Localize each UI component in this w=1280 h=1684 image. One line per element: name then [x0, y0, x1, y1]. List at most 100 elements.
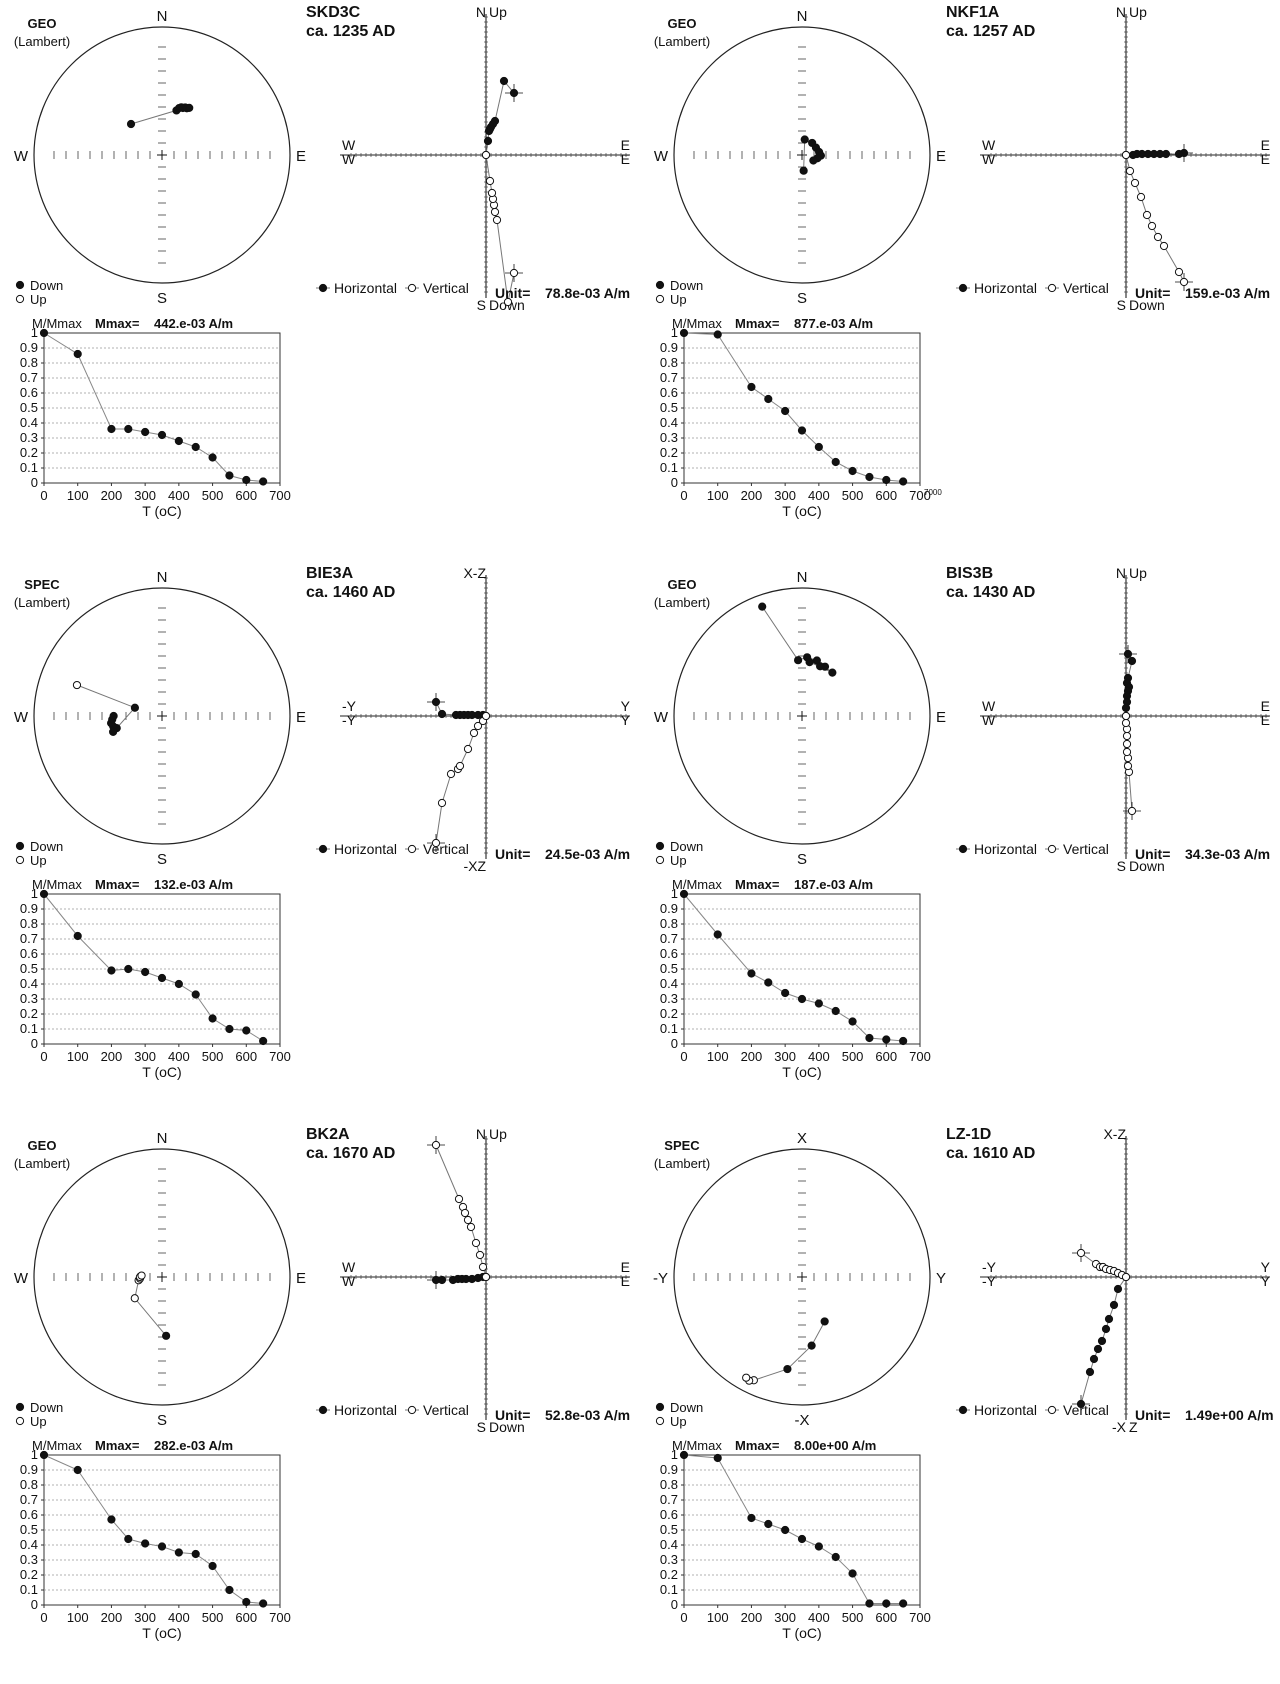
legend-down-label: Down: [670, 278, 703, 293]
horizontal-point: [437, 709, 447, 719]
stereonet-point: [820, 1317, 829, 1326]
legend-horizontal-symbol: [958, 283, 968, 293]
demag-ylabel: M/Mmax: [32, 316, 82, 331]
zijderveld-left-label-v: W: [982, 151, 996, 167]
zijderveld-right-label-v: E: [621, 151, 630, 167]
mmax-value: 877.e-03 A/m: [794, 316, 873, 331]
mmax-value: 442.e-03 A/m: [154, 316, 233, 331]
demag-xtick-label: 100: [67, 1610, 89, 1625]
cardinal-right: E: [296, 1270, 306, 1287]
zijderveld-right-label-v: E: [621, 1273, 630, 1289]
demag-ytick-label: 0.5: [660, 961, 678, 976]
vertical-projection-line: [435, 715, 487, 844]
legend-up-symbol: [655, 294, 665, 304]
demag-ytick-label: 0.7: [660, 370, 678, 385]
demag-point: [73, 931, 82, 941]
vertical-point: [1179, 277, 1189, 287]
stereonet-point: [799, 166, 808, 175]
legend-horizontal-symbol: [318, 1405, 328, 1415]
demag-point: [157, 973, 167, 983]
demag-point: [259, 477, 268, 486]
sample-date: ca. 1235 AD: [306, 23, 395, 40]
mmax-prefix: Mmax=: [95, 877, 140, 892]
vertical-point: [487, 188, 497, 198]
demag-ytick-label: 0.7: [660, 931, 678, 946]
projection-label: (Lambert): [654, 1156, 710, 1171]
sample-name: BIE3A: [306, 565, 354, 582]
unit-value: 1.49e+00 A/m: [1185, 1407, 1274, 1423]
demag-point: [124, 964, 133, 974]
legend-down-symbol: [655, 1402, 665, 1412]
demag-point: [124, 424, 133, 434]
demag-ytick-label: 0.3: [660, 991, 678, 1006]
sample-name: BIS3B: [946, 565, 993, 582]
demag-point: [242, 475, 251, 485]
stereonet-circle: [33, 587, 291, 845]
demag-ytick-label: 1: [671, 886, 678, 901]
cardinal-left: W: [654, 709, 669, 726]
demag-xtick-label: 200: [101, 1610, 123, 1625]
zijderveld-right-label-v: Y: [1261, 1273, 1271, 1289]
demag-point: [174, 979, 183, 989]
demag-point: [124, 1534, 133, 1544]
demag-point: [747, 969, 756, 978]
vertical-point: [466, 1222, 476, 1232]
demag-xtick-label: 600: [875, 1049, 897, 1064]
vertical-point: [1121, 150, 1131, 160]
vertical-point: [1136, 192, 1146, 202]
stereonet-point: [793, 656, 803, 665]
stereonet-point: [137, 1271, 146, 1280]
demag-point: [679, 328, 689, 338]
cardinal-right: E: [936, 148, 946, 165]
vertical-point: [1076, 1248, 1086, 1258]
demag-ytick-label: 0: [671, 1597, 678, 1612]
vertical-point: [469, 728, 479, 738]
legend-up-symbol: [655, 855, 665, 865]
vertical-point: [481, 150, 491, 160]
vertical-point: [1121, 1272, 1131, 1282]
demag-xlabel: T (oC): [782, 503, 821, 519]
demag-point: [814, 442, 823, 452]
demag-ylabel: M/Mmax: [32, 1438, 82, 1453]
cardinal-left: W: [14, 709, 29, 726]
mmax-prefix: Mmax=: [95, 1438, 140, 1453]
demag-xlabel: T (oC): [142, 1064, 181, 1080]
stereonet-path: [76, 684, 136, 732]
demag-ytick-label: 0.8: [20, 1477, 38, 1492]
legend-down-symbol: [655, 841, 665, 851]
vertical-point: [1122, 739, 1132, 749]
demag-curve: [43, 893, 264, 1042]
vertical-point: [431, 838, 441, 848]
demag-ytick-label: 0.5: [20, 961, 38, 976]
unit-value: 24.5e-03 A/m: [545, 846, 630, 862]
demag-xtick-label: 600: [235, 488, 257, 503]
demag-ytick-label: 0.4: [660, 1537, 678, 1552]
legend-vertical-label: Vertical: [423, 841, 469, 857]
demag-xtick-label: 0: [40, 1610, 47, 1625]
demag-point: [764, 1519, 773, 1529]
stereonet-point: [807, 1341, 816, 1350]
stereonet-point: [126, 119, 136, 129]
unit-prefix: Unit=: [495, 1407, 530, 1423]
legend-vertical-symbol: [1047, 283, 1057, 293]
demag-xtick-label: 200: [741, 1049, 763, 1064]
demag-ytick-label: 0.1: [660, 1021, 678, 1036]
demag-ytick-label: 0.4: [660, 976, 678, 991]
unit-value: 159.e-03 A/m: [1185, 285, 1270, 301]
demag-ytick-label: 0.4: [660, 415, 678, 430]
demag-xtick-label: 300: [774, 1049, 796, 1064]
demag-xtick-label: 300: [134, 1049, 156, 1064]
demag-ytick-label: 0.9: [20, 901, 38, 916]
demag-point: [713, 330, 722, 339]
horizontal-point: [1128, 150, 1138, 160]
zijderveld-left-label-h: W: [342, 1259, 356, 1275]
horizontal-point: [437, 1275, 447, 1285]
stereonet-circle: [673, 1148, 931, 1406]
mmax-value: 8.00e+00 A/m: [794, 1438, 876, 1453]
